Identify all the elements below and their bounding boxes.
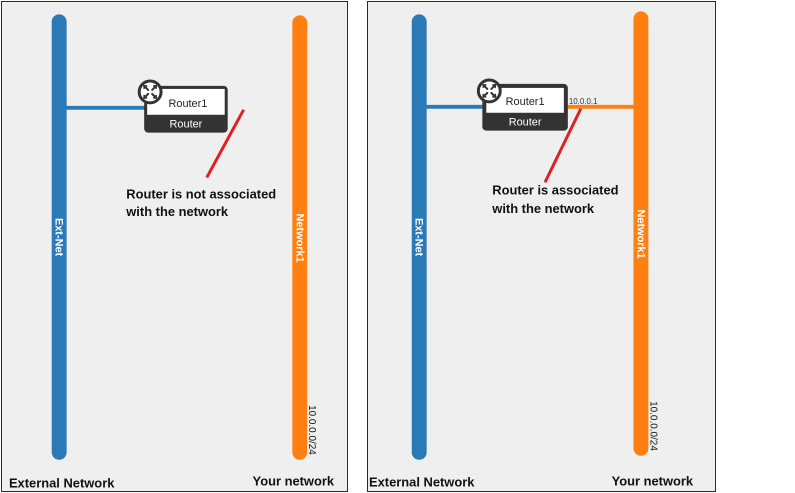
footer-external-network: External Network <box>369 475 475 490</box>
network1-bar[interactable] <box>292 15 308 460</box>
network1-cidr: 10.0.0.0/24 <box>306 405 317 455</box>
annotation-line1: Router is associated <box>492 182 618 197</box>
ext-net-label: Ext-Net <box>413 218 425 257</box>
annotation-line2: with the network <box>491 201 595 216</box>
router-interface-ip: 10.0.0.1 <box>569 97 598 106</box>
router-name: Router1 <box>506 96 545 108</box>
annotation-pointer <box>205 109 245 179</box>
router-type: Router <box>509 117 542 129</box>
diagram-panel-unassociated: Ext-Net Network1 10.0.0.0/24 Router1 Rou… <box>1 1 348 492</box>
ext-net-bar[interactable] <box>411 14 427 460</box>
ext-net-label: Ext-Net <box>53 218 65 257</box>
network1-bar[interactable] <box>633 11 649 456</box>
router-name: Router1 <box>168 98 207 110</box>
footer-external-network: External Network <box>9 476 115 491</box>
network1-cidr: 10.0.0.0/24 <box>647 401 658 451</box>
router-icon <box>476 78 502 104</box>
network1-label: Network1 <box>634 209 646 258</box>
router-node[interactable]: Router1 Router <box>482 83 568 131</box>
network-topology-right: Ext-Net Network1 10.0.0.0/24 10.0.0.1 Ro… <box>369 11 694 490</box>
annotation-line1: Router is not associated <box>126 186 276 201</box>
annotation-line2: with the network <box>125 204 229 219</box>
router-icon <box>137 79 163 105</box>
network1-label: Network1 <box>293 213 305 262</box>
ext-net-bar[interactable] <box>51 14 67 460</box>
footer-your-network: Your network <box>253 474 335 489</box>
annotation-pointer <box>543 108 583 184</box>
router-type: Router <box>170 119 203 131</box>
footer-your-network: Your network <box>612 474 694 489</box>
network-topology-left: Ext-Net Network1 10.0.0.0/24 Router1 Rou… <box>9 14 335 491</box>
diagram-panel-associated: Ext-Net Network1 10.0.0.0/24 10.0.0.1 Ro… <box>367 1 716 492</box>
